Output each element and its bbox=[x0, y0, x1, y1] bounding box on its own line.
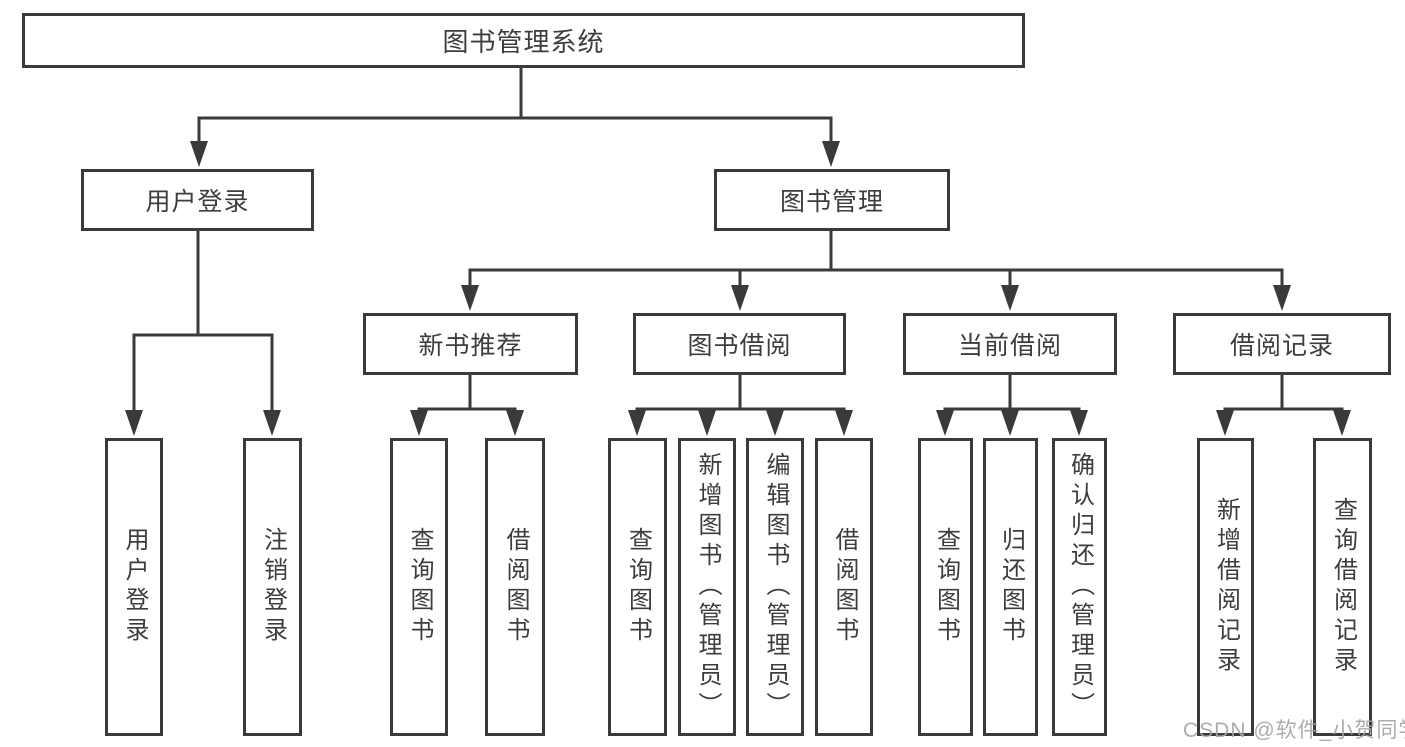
leaf-confirm-return-admin: 确认归还（管理员） bbox=[1052, 438, 1107, 736]
leaf-label: 查询图书 bbox=[932, 527, 960, 647]
leaf-label: 查询图书 bbox=[624, 527, 652, 647]
node-label: 图书管理 bbox=[779, 188, 884, 216]
arrowheads bbox=[125, 141, 1351, 436]
node-current-borrowing: 当前借阅 bbox=[903, 313, 1117, 375]
leaf-query-borrow-record: 查询借阅记录 bbox=[1313, 438, 1372, 736]
node-label: 借阅记录 bbox=[1229, 332, 1334, 360]
node-borrowing-records: 借阅记录 bbox=[1173, 313, 1391, 375]
leaf-query-books-current: 查询图书 bbox=[918, 438, 973, 736]
leaf-user-login: 用户登录 bbox=[105, 438, 163, 736]
leaf-label: 用户登录 bbox=[121, 527, 148, 647]
node-label: 用户登录 bbox=[145, 188, 250, 216]
node-new-book-recommendation: 新书推荐 bbox=[363, 313, 578, 375]
leaf-query-books-borrow: 查询图书 bbox=[608, 438, 667, 736]
leaf-borrow-books-recommend: 借阅图书 bbox=[485, 438, 545, 736]
leaf-add-borrow-record: 新增借阅记录 bbox=[1197, 438, 1254, 736]
leaf-label: 查询图书 bbox=[406, 527, 433, 647]
leaf-label: 新增借阅记录 bbox=[1212, 497, 1240, 677]
node-label: 图书借阅 bbox=[687, 332, 792, 360]
leaf-logout: 注销登录 bbox=[243, 438, 302, 736]
node-user-login: 用户登录 bbox=[81, 169, 314, 231]
node-label: 新书推荐 bbox=[418, 332, 523, 360]
leaf-label: 归还图书 bbox=[997, 527, 1025, 647]
leaf-borrow-books: 借阅图书 bbox=[815, 438, 873, 736]
leaf-label: 新增图书（管理员） bbox=[694, 452, 721, 722]
leaf-label: 查询借阅记录 bbox=[1329, 497, 1357, 677]
leaf-return-books: 归还图书 bbox=[983, 438, 1038, 736]
node-label: 当前借阅 bbox=[957, 332, 1062, 360]
csdn-watermark: CSDN @软件_小贺同学 bbox=[1183, 719, 1405, 742]
node-book-management: 图书管理 bbox=[714, 169, 950, 231]
leaf-label: 借阅图书 bbox=[831, 527, 858, 647]
node-label: 图书管理系统 bbox=[442, 27, 605, 57]
leaf-query-books-recommend: 查询图书 bbox=[390, 438, 448, 736]
node-book-borrowing: 图书借阅 bbox=[633, 313, 846, 375]
leaf-label: 借阅图书 bbox=[502, 527, 529, 647]
leaf-edit-books-admin: 编辑图书（管理员） bbox=[746, 438, 804, 736]
node-library-management-system: 图书管理系统 bbox=[22, 13, 1025, 68]
leaf-add-books-admin: 新增图书（管理员） bbox=[678, 438, 736, 736]
leaf-label: 确认归还（管理员） bbox=[1066, 452, 1094, 722]
leaf-label: 编辑图书（管理员） bbox=[762, 452, 789, 722]
leaf-label: 注销登录 bbox=[259, 527, 287, 647]
